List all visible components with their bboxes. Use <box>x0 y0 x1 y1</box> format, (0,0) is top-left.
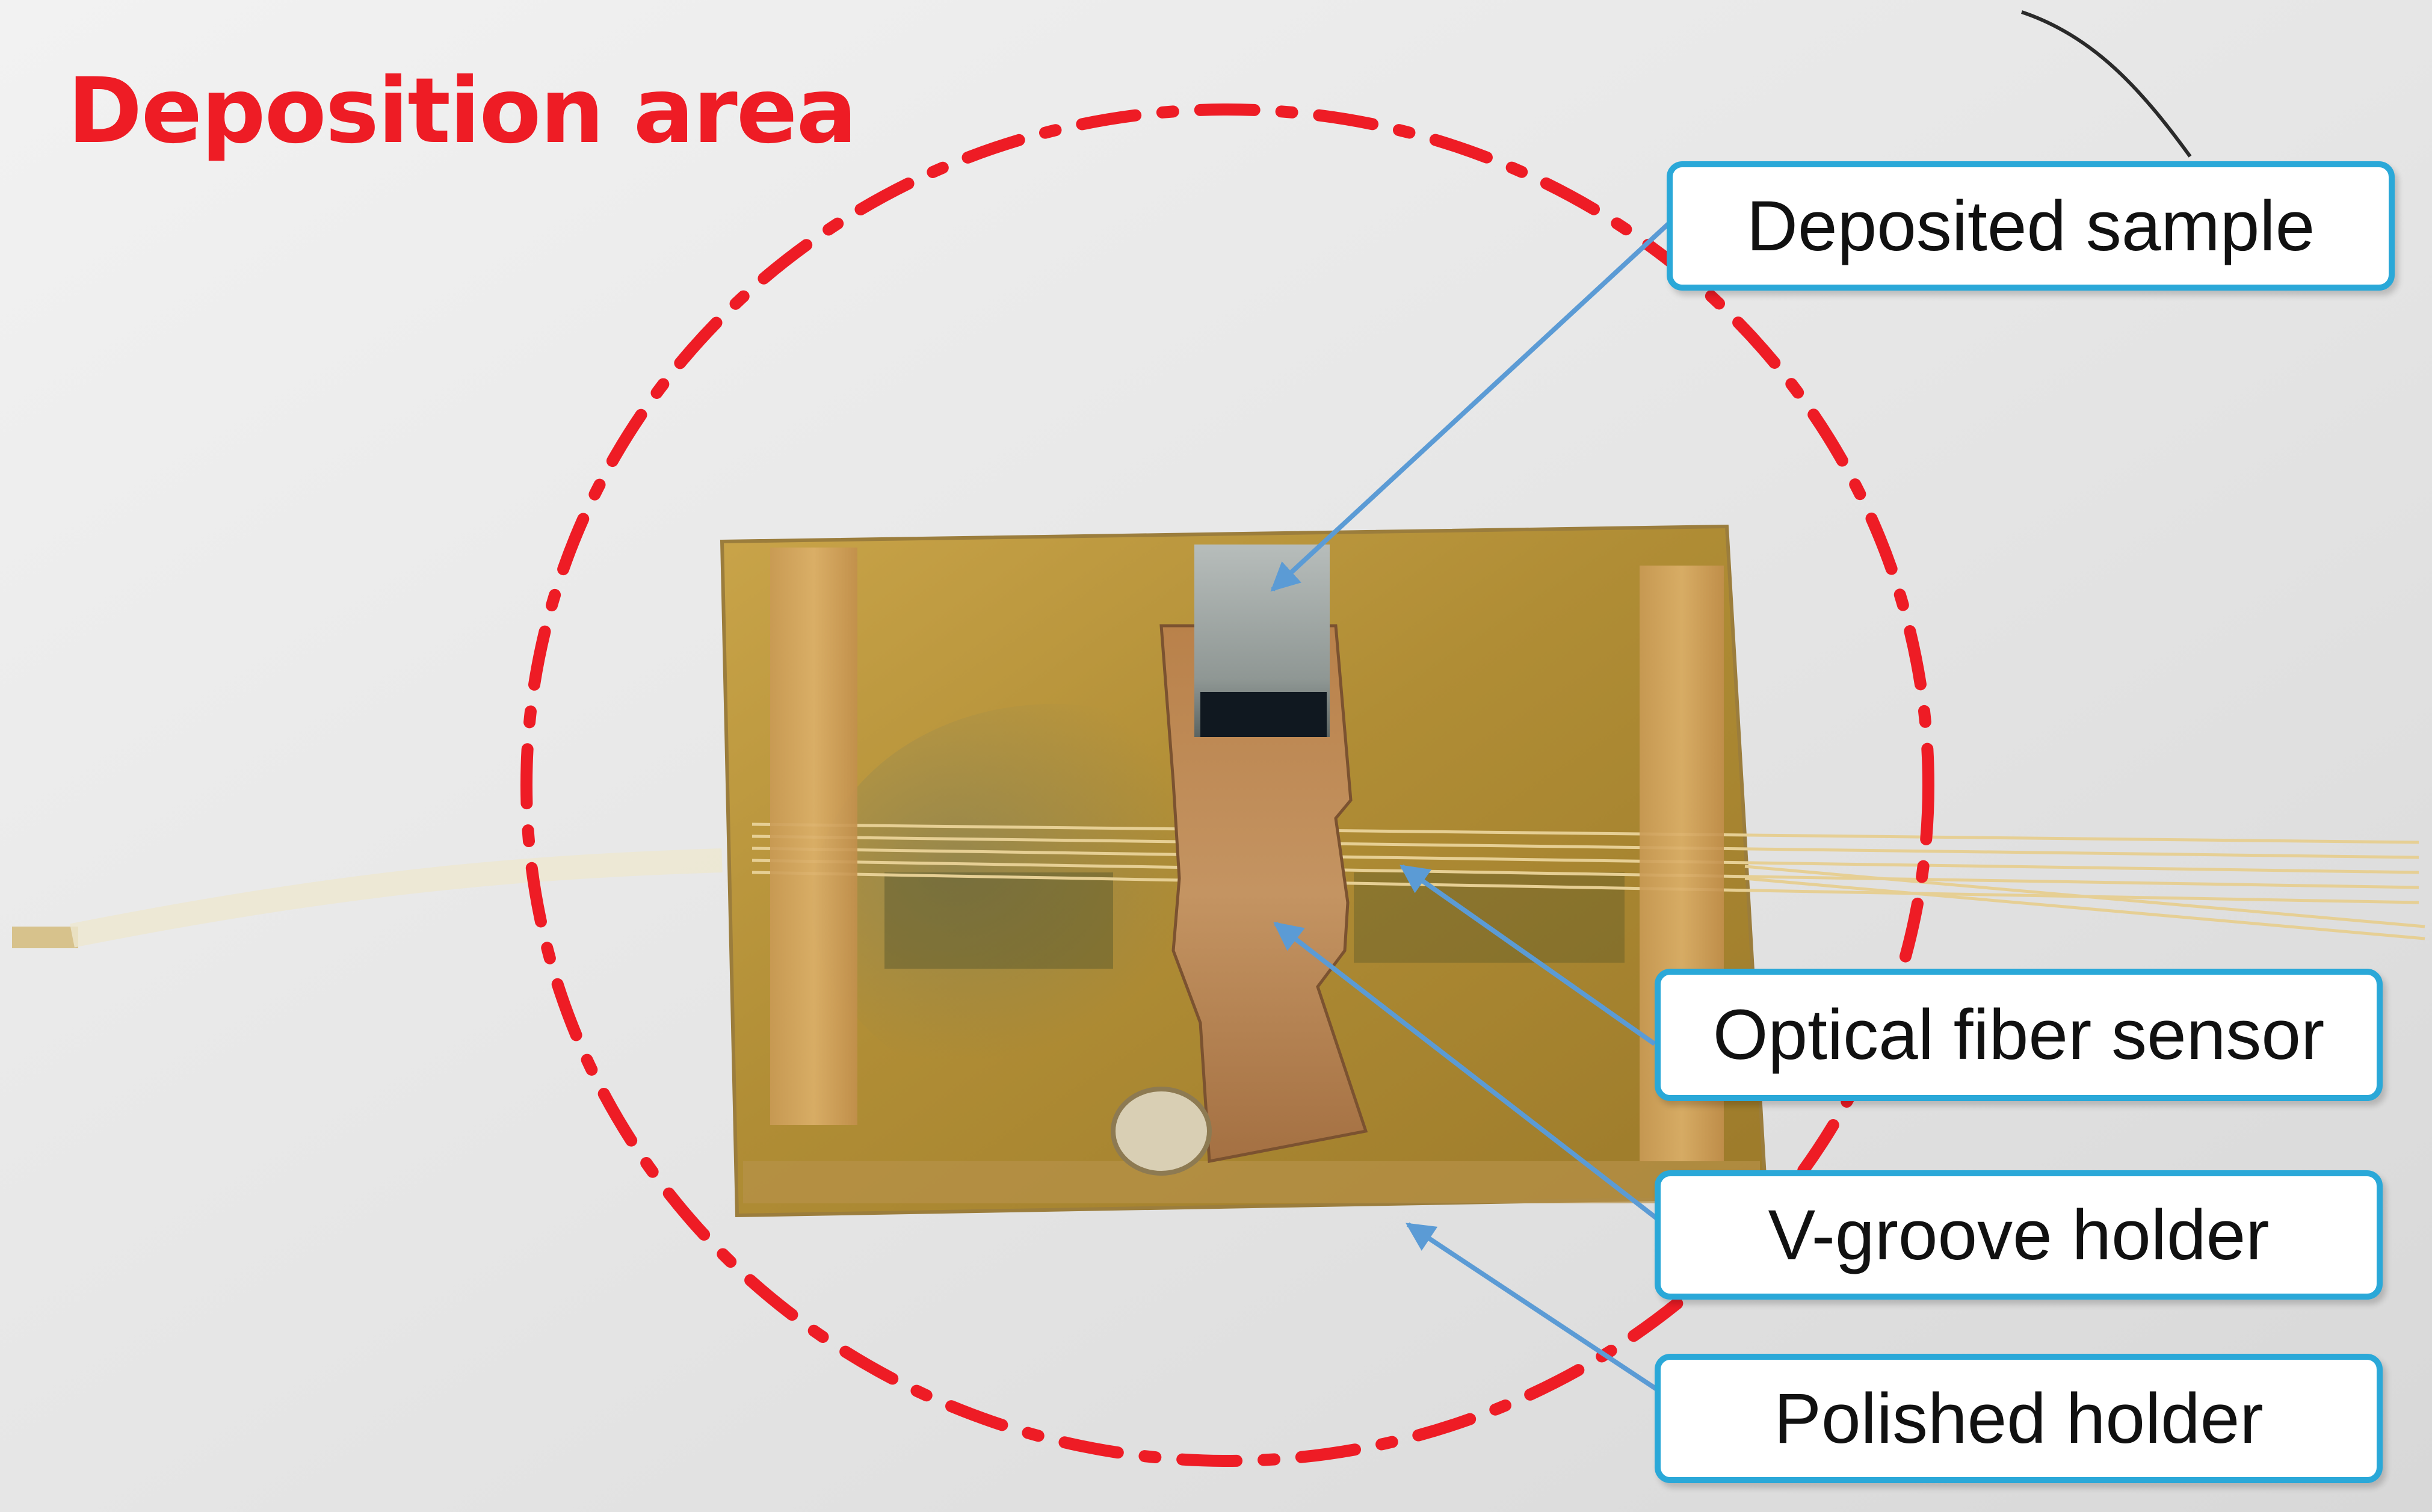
fiber-sensor-array <box>752 822 2425 940</box>
deposited-sample-shadow <box>1200 692 1327 737</box>
plate-dark-patch-left <box>884 872 1113 969</box>
arrow-deposited-sample <box>1270 221 1671 592</box>
arrow-polished-holder <box>1405 1222 1659 1392</box>
v-groove-holder <box>1159 624 1368 1163</box>
callout-v-groove-holder: V-groove holder <box>1655 1170 2383 1300</box>
tape-left <box>770 548 857 1125</box>
holder-washer <box>1111 1087 1212 1176</box>
callout-polished-holder: Polished holder <box>1655 1354 2383 1483</box>
deposition-area-outline <box>520 103 1934 1467</box>
arrow-optical-fiber-sensor <box>1400 864 1656 1046</box>
callout-optical-fiber-sensor: Optical fiber sensor <box>1655 969 2383 1101</box>
callout-deposited-sample: Deposited sample <box>1667 161 2395 291</box>
fiber-bundle-left <box>12 848 723 948</box>
deposition-area-title: Deposition area <box>67 59 857 164</box>
background-cable <box>2021 10 2192 158</box>
arrow-v-groove-holder <box>1273 921 1662 1224</box>
